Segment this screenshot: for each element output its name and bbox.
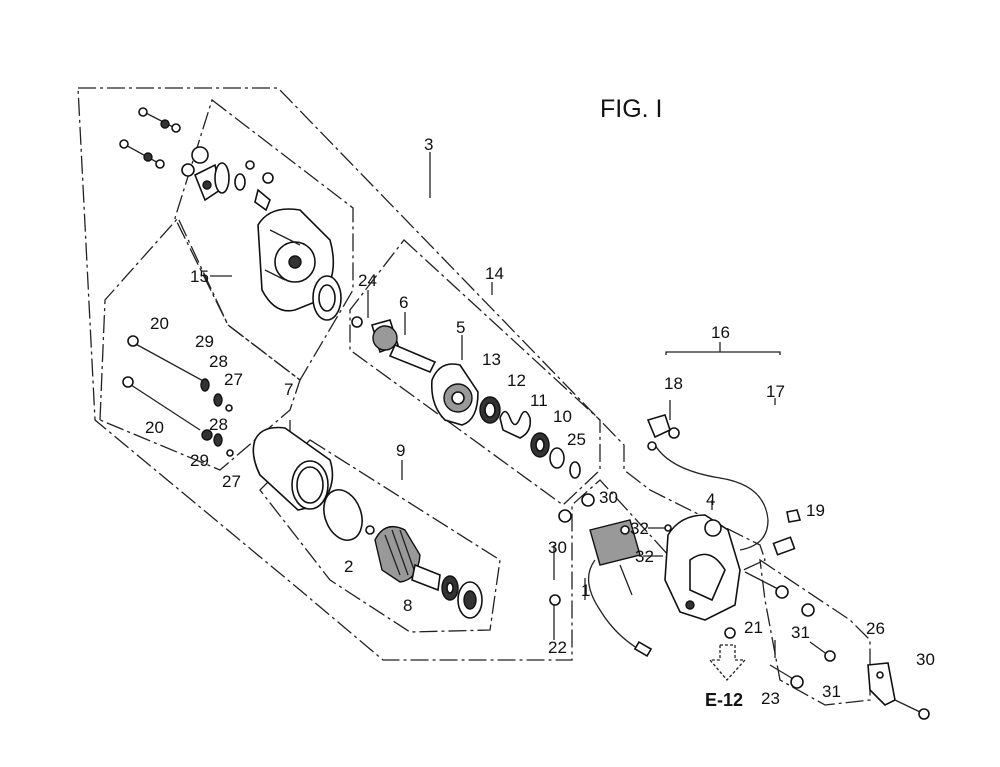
callout-label: 30 [599,488,618,507]
callout-label: 32 [635,547,654,566]
callout-label: 29 [190,451,209,470]
outline-bolt-group [99,216,301,471]
screws-upper-left [119,107,181,169]
callout-label: 24 [358,271,377,290]
mounting-bolts [724,571,836,689]
callout-label: 27 [224,370,243,389]
callout-label: 10 [553,407,572,426]
callout-label: 2 [344,557,353,576]
section-reference: E-12 [705,690,743,710]
callout-label: 28 [209,352,228,371]
outline-wire-bracket-16 [665,351,781,355]
callout-label: 22 [548,638,567,657]
callout-label: 26 [866,619,885,638]
callout-label: 29 [195,332,214,351]
callout-label: 5 [456,318,465,337]
callout-label: 30 [916,650,935,669]
callout-label: 18 [664,374,683,393]
outline-subgroup-26 [759,558,871,706]
callout-label: 31 [822,682,841,701]
washer-icon [155,159,165,169]
callout-label: 14 [485,264,504,283]
callout-label: 19 [806,501,825,520]
callout-label: 27 [222,472,241,491]
cable-assembly [646,414,802,556]
rear-cover-housing [257,208,342,321]
screw-head-icon [138,107,148,117]
callout-label: 28 [209,415,228,434]
callout-label: 13 [482,350,501,369]
callout-label: 32 [630,519,649,538]
callout-labels: 1 2 3 4 5 6 7 8 9 10 11 12 13 14 15 16 1… [145,135,935,708]
long-bolts [122,335,234,457]
reference-arrow-icon [708,644,747,681]
armature [365,525,483,619]
callout-label: 8 [403,596,412,615]
brush-holder-parts [181,146,274,212]
yoke-tube [252,426,334,511]
washer-icon [171,123,181,133]
outline-subgroup-9 [259,439,501,633]
callout-label: 7 [284,380,293,399]
callout-label: 12 [507,371,526,390]
callout-label: 20 [145,418,164,437]
callout-label: 23 [761,689,780,708]
callout-label: 11 [530,391,548,410]
figure-title: FIG. I [600,95,663,123]
starter-switch [549,493,653,658]
callout-label: 4 [706,490,715,509]
callout-label: 16 [711,323,730,342]
callout-label: 25 [567,430,586,449]
callout-label: 30 [548,538,567,557]
washer-icon [160,119,170,129]
callout-label: 3 [424,135,433,154]
front-cover-housing [664,514,741,621]
callout-label: 15 [190,267,209,286]
drive-gear-assembly [351,316,437,374]
rings-and-springs [479,396,581,479]
outline-subgroup-14 [349,239,601,506]
callout-label: 6 [399,293,408,312]
washer-icon [143,152,153,162]
callout-label: 1 [581,581,590,600]
bracket-26 [867,662,930,720]
callout-label: 21 [744,618,763,637]
callout-label: 17 [766,382,785,401]
screw-head-icon [119,139,129,149]
leader-lines [210,152,776,658]
callout-label: 9 [396,441,405,460]
callout-label: 31 [791,623,810,642]
callout-label: 20 [150,314,169,333]
clutch-assembly [430,363,479,426]
o-ring-icon [323,489,363,541]
